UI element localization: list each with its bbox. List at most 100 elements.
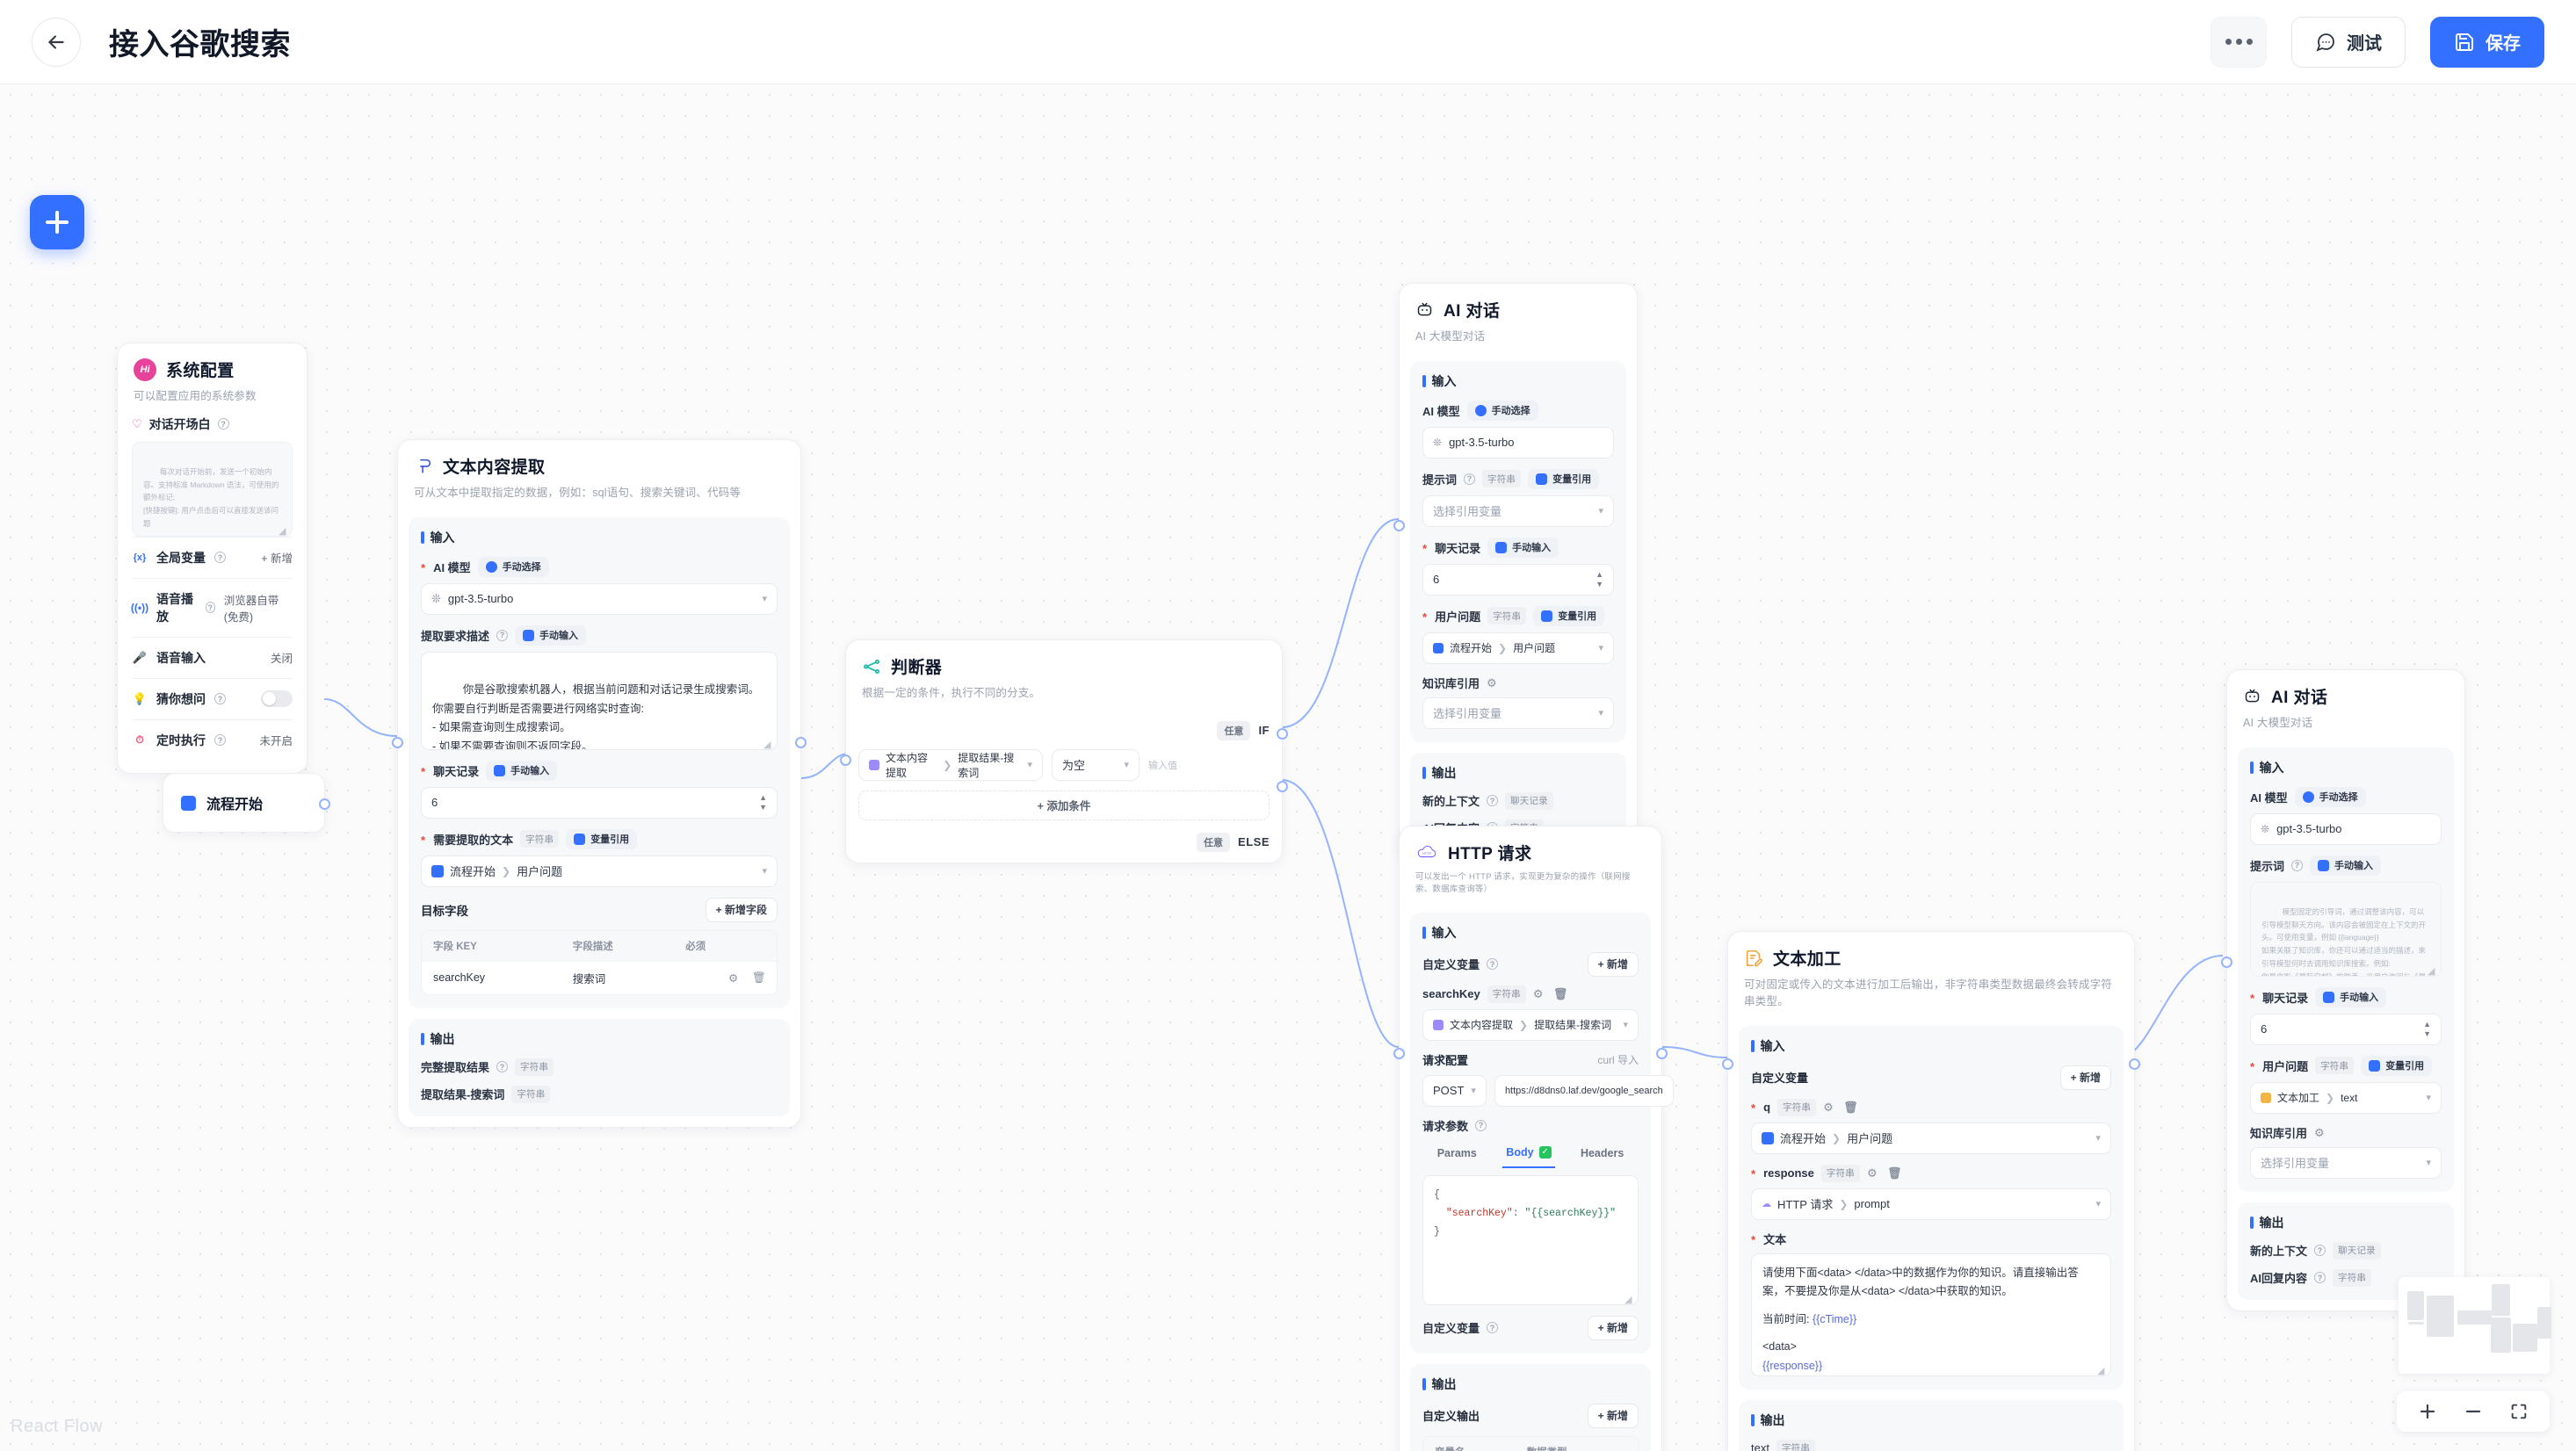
node-text-extract[interactable]: 文本内容提取 可从文本中提取指定的数据，例如：sql语句、搜索关键词、代码等 输… xyxy=(392,439,807,1128)
user-question-select[interactable]: 文本加工 ❯ text ▾ xyxy=(2250,1081,2442,1114)
help-icon[interactable]: ? xyxy=(1464,473,1476,485)
trash-icon[interactable]: 🗑 xyxy=(1843,1101,1858,1114)
kb-select[interactable]: 选择引用变量 ▾ xyxy=(1422,697,1614,729)
history-mode-chip[interactable]: 手动输入 xyxy=(1487,537,1559,558)
http-url-input[interactable]: https://d8dns0.laf.dev/google_search xyxy=(1494,1074,1674,1107)
test-button[interactable]: 测试 xyxy=(2291,16,2406,68)
zoom-in-button[interactable] xyxy=(2409,1394,2446,1429)
node-http-request[interactable]: HTTP HTTP 请求 可以发出一个 HTTP 请求，实现更为复杂的操作（联网… xyxy=(1393,826,1674,1451)
node-ai-chat-2[interactable]: AI 对话 AI 大模型对话 输入 AI 模型 手动选择 ❊ gpt-3.5-t… xyxy=(2221,669,2465,1311)
help-icon[interactable]: ? xyxy=(214,734,226,747)
var-response-select[interactable]: ☁ HTTP 请求 ❯ prompt ▾ xyxy=(1751,1188,2111,1220)
help-icon[interactable]: ? xyxy=(1487,958,1499,970)
tab-body[interactable]: Body ✓ xyxy=(1502,1140,1555,1168)
user-question-select[interactable]: 流程开始 ❯ 用户问题 ▾ xyxy=(1422,632,1614,664)
add-field-button[interactable]: + 新增字段 xyxy=(705,897,778,922)
condition-variable-select[interactable]: 文本内容提取 ❯ 提取结果-搜索词 ▾ xyxy=(858,748,1043,781)
ai-chat-2-input-handle[interactable] xyxy=(2221,957,2232,968)
prompt-mode-chip[interactable]: 手动输入 xyxy=(2310,855,2382,876)
help-icon[interactable]: ? xyxy=(2314,1272,2326,1284)
resize-handle-icon[interactable]: ◢ xyxy=(1624,1294,1632,1305)
extract-prompt-textarea[interactable]: 你是谷歌搜索机器人，根据当前问题和对话记录生成搜索词。你需要自行判断是否需要进行… xyxy=(421,651,778,750)
help-icon[interactable]: ? xyxy=(1475,1119,1487,1131)
ai-model-select[interactable]: ❊ gpt-3.5-turbo ▾ xyxy=(421,582,778,615)
more-options-button[interactable] xyxy=(2211,16,2267,68)
source-text-select[interactable]: 流程开始 ❯ 用户问题 ▾ xyxy=(421,855,778,887)
sidebar-row-voice-play[interactable]: ((•)) 语音播放 ? 浏览器自带(免费) xyxy=(131,577,293,637)
text-textarea[interactable]: 请使用下面<data> </data>中的数据作为你的知识。请直接输出答案，不要… xyxy=(1751,1252,2111,1376)
add-node-button[interactable] xyxy=(30,195,84,249)
global-variable-add[interactable]: + 新增 xyxy=(261,552,293,566)
trash-icon[interactable]: 🗑 xyxy=(1886,1166,1902,1180)
text-process-output-handle[interactable] xyxy=(2129,1058,2140,1070)
flow-canvas[interactable]: Hi 系统配置 可以配置应用的系统参数 ♡ 对话开场白 ? 每次对话开始前，发送… xyxy=(0,84,2576,1451)
http-request-output-handle[interactable] xyxy=(1656,1048,1668,1059)
condition-else-handle[interactable] xyxy=(1277,781,1288,792)
help-icon[interactable]: ? xyxy=(214,693,226,705)
condition-operator-select[interactable]: 为空 ▾ xyxy=(1052,748,1140,781)
resize-handle-icon[interactable]: ◢ xyxy=(2097,1365,2105,1376)
source-text-mode-chip[interactable]: 变量引用 xyxy=(566,828,638,849)
ai-model-mode-chip[interactable]: 手动选择 xyxy=(2294,786,2366,807)
kb-select[interactable]: 选择引用变量 ▾ xyxy=(2250,1146,2442,1179)
node-flow-start[interactable]: 流程开始 xyxy=(163,773,330,833)
help-icon[interactable]: ? xyxy=(496,1061,509,1073)
add-custom-var-button[interactable]: + 新增 xyxy=(2059,1065,2111,1090)
gear-icon[interactable]: ⚙ xyxy=(1866,1166,1878,1180)
prompt-variable-select[interactable]: 选择引用变量 ▾ xyxy=(1422,494,1614,527)
add-condition-button[interactable]: + 添加条件 xyxy=(858,790,1270,820)
stepper-up-icon[interactable]: ▲ xyxy=(2423,1020,2431,1029)
text-process-input-handle[interactable] xyxy=(1722,1058,1733,1070)
http-method-select[interactable]: POST ▾ xyxy=(1422,1074,1487,1107)
stepper-up-icon[interactable]: ▲ xyxy=(1596,570,1603,580)
sidebar-row-voice-input[interactable]: 🎤 语音输入 关闭 xyxy=(132,636,293,678)
condition-if-handle[interactable] xyxy=(1277,728,1288,740)
condition-input-handle[interactable] xyxy=(840,754,851,766)
help-icon[interactable]: ? xyxy=(1487,795,1499,807)
tab-params[interactable]: Params xyxy=(1436,1146,1477,1159)
gear-icon[interactable]: ⚙ xyxy=(727,971,739,985)
var-q-select[interactable]: 流程开始 ❯ 用户问题 ▾ xyxy=(1751,1122,2111,1154)
help-icon[interactable]: ? xyxy=(2291,859,2304,871)
text-extract-output-handle[interactable] xyxy=(795,737,807,748)
help-icon[interactable]: ? xyxy=(217,418,229,430)
table-row[interactable]: searchKey 搜索词 ⚙ 🗑 xyxy=(422,960,777,994)
number-stepper[interactable]: ▲▼ xyxy=(759,793,767,812)
zoom-out-button[interactable] xyxy=(2455,1394,2492,1429)
save-button[interactable]: 保存 xyxy=(2430,16,2544,68)
text-extract-input-handle[interactable] xyxy=(392,737,403,748)
add-custom-output-button[interactable]: + 新增 xyxy=(1587,1403,1639,1428)
user-question-mode-chip[interactable]: 变量引用 xyxy=(1533,605,1605,626)
condition-value-input[interactable]: 输入值 xyxy=(1148,758,1177,772)
stepper-up-icon[interactable]: ▲ xyxy=(759,793,767,803)
history-mode-chip[interactable]: 手动输入 xyxy=(2315,986,2387,1007)
prompt-textarea[interactable]: 模型固定的引导词，通过调整该内容，可以引导模型聊天方向。该内容会被固定在上下文的… xyxy=(2250,881,2442,977)
number-stepper[interactable]: ▲▼ xyxy=(2423,1020,2431,1038)
zoom-controls[interactable] xyxy=(2397,1391,2550,1432)
gear-icon[interactable]: ⚙ xyxy=(1487,675,1497,689)
history-mode-chip[interactable]: 手动输入 xyxy=(486,760,558,781)
ai-chat-1-input-handle[interactable] xyxy=(1393,520,1405,531)
node-system-config[interactable]: Hi 系统配置 可以配置应用的系统参数 ♡ 对话开场白 ? 每次对话开始前，发送… xyxy=(117,343,308,774)
resize-handle-icon[interactable]: ◢ xyxy=(2428,965,2435,977)
searchkey-value-select[interactable]: 文本内容提取 ❯ 提取结果-搜索词 ▾ xyxy=(1422,1008,1639,1041)
http-request-input-handle[interactable] xyxy=(1393,1048,1405,1059)
add-custom-var-button[interactable]: + 新增 xyxy=(1587,951,1639,977)
node-ai-chat-1[interactable]: AI 对话 AI 大模型对话 输入 AI 模型 手动选择 ❊ gpt-3.5-t… xyxy=(1393,283,1638,862)
number-stepper[interactable]: ▲▼ xyxy=(1596,571,1603,588)
minimap[interactable] xyxy=(2399,1277,2551,1374)
gear-icon[interactable]: ⚙ xyxy=(2314,1125,2325,1139)
else-any-badge[interactable]: 任意 xyxy=(1197,832,1231,852)
flow-start-output-handle[interactable] xyxy=(319,798,330,810)
if-any-badge[interactable]: 任意 xyxy=(1217,720,1251,740)
stepper-down-icon[interactable]: ▼ xyxy=(1596,580,1603,589)
back-button[interactable] xyxy=(32,17,81,67)
ai-model-select[interactable]: ❊ gpt-3.5-turbo xyxy=(1422,426,1614,458)
user-question-mode-chip[interactable]: 变量引用 xyxy=(2361,1055,2433,1076)
curl-import-button[interactable]: curl 导入 xyxy=(1597,1053,1639,1066)
node-text-process[interactable]: 文本加工 可对固定或传入的文本进行加工后输出，非字符串类型数据最终会转成字符串类… xyxy=(1722,931,2140,1451)
sidebar-row-schedule[interactable]: ⏱ 定时执行 ? 未开启 xyxy=(132,718,293,761)
ai-model-select[interactable]: ❊ gpt-3.5-turbo xyxy=(2250,812,2442,845)
help-icon[interactable]: ? xyxy=(2314,1245,2326,1257)
extract-prompt-mode-chip[interactable]: 手动输入 xyxy=(515,624,587,646)
